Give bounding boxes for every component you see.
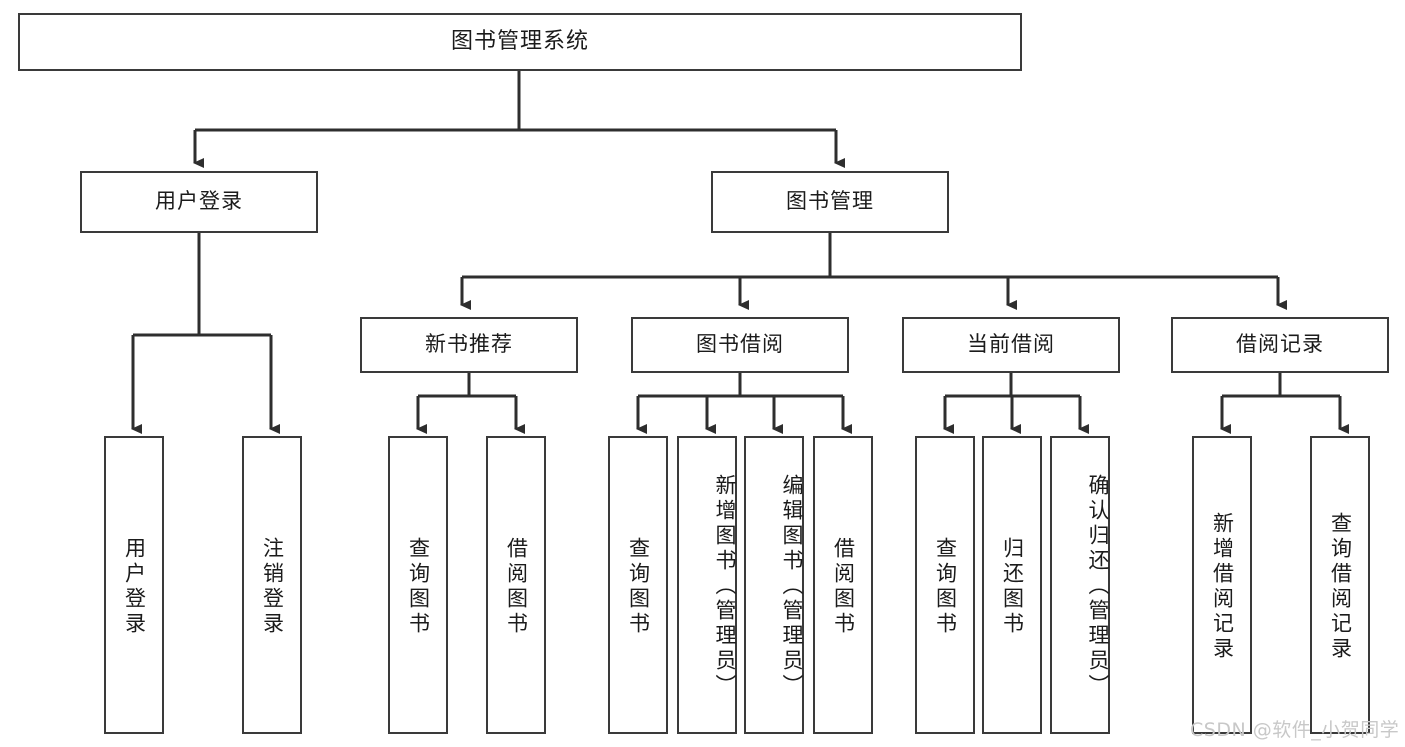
leaf-query-book-current[interactable]: 查询图书 xyxy=(915,436,975,734)
leaf-borrow-book[interactable]: 借阅图书 xyxy=(813,436,873,734)
leaf-add-book-admin[interactable]: 新增图书（管理员） xyxy=(677,436,737,734)
leaf-borrow-book-recommend[interactable]: 借阅图书 xyxy=(486,436,546,734)
leaf-return-book[interactable]: 归还图书 xyxy=(982,436,1042,734)
node-book-borrow[interactable]: 图书借阅 xyxy=(631,317,849,373)
leaf-query-borrow-record[interactable]: 查询借阅记录 xyxy=(1310,436,1370,734)
leaf-confirm-return-admin[interactable]: 确认归还（管理员） xyxy=(1050,436,1110,734)
watermark-csdn: CSDN @软件_小贺同学 xyxy=(1190,719,1400,741)
leaf-edit-book-admin[interactable]: 编辑图书（管理员） xyxy=(744,436,804,734)
node-root-system[interactable]: 图书管理系统 xyxy=(18,13,1022,71)
node-current-borrow[interactable]: 当前借阅 xyxy=(902,317,1120,373)
node-new-book-recommend[interactable]: 新书推荐 xyxy=(360,317,578,373)
leaf-logout[interactable]: 注销登录 xyxy=(242,436,302,734)
leaf-user-login[interactable]: 用户登录 xyxy=(104,436,164,734)
leaf-query-book-borrow[interactable]: 查询图书 xyxy=(608,436,668,734)
node-borrow-record[interactable]: 借阅记录 xyxy=(1171,317,1389,373)
node-book-management[interactable]: 图书管理 xyxy=(711,171,949,233)
leaf-query-book-recommend[interactable]: 查询图书 xyxy=(388,436,448,734)
leaf-add-borrow-record[interactable]: 新增借阅记录 xyxy=(1192,436,1252,734)
node-user-login[interactable]: 用户登录 xyxy=(80,171,318,233)
